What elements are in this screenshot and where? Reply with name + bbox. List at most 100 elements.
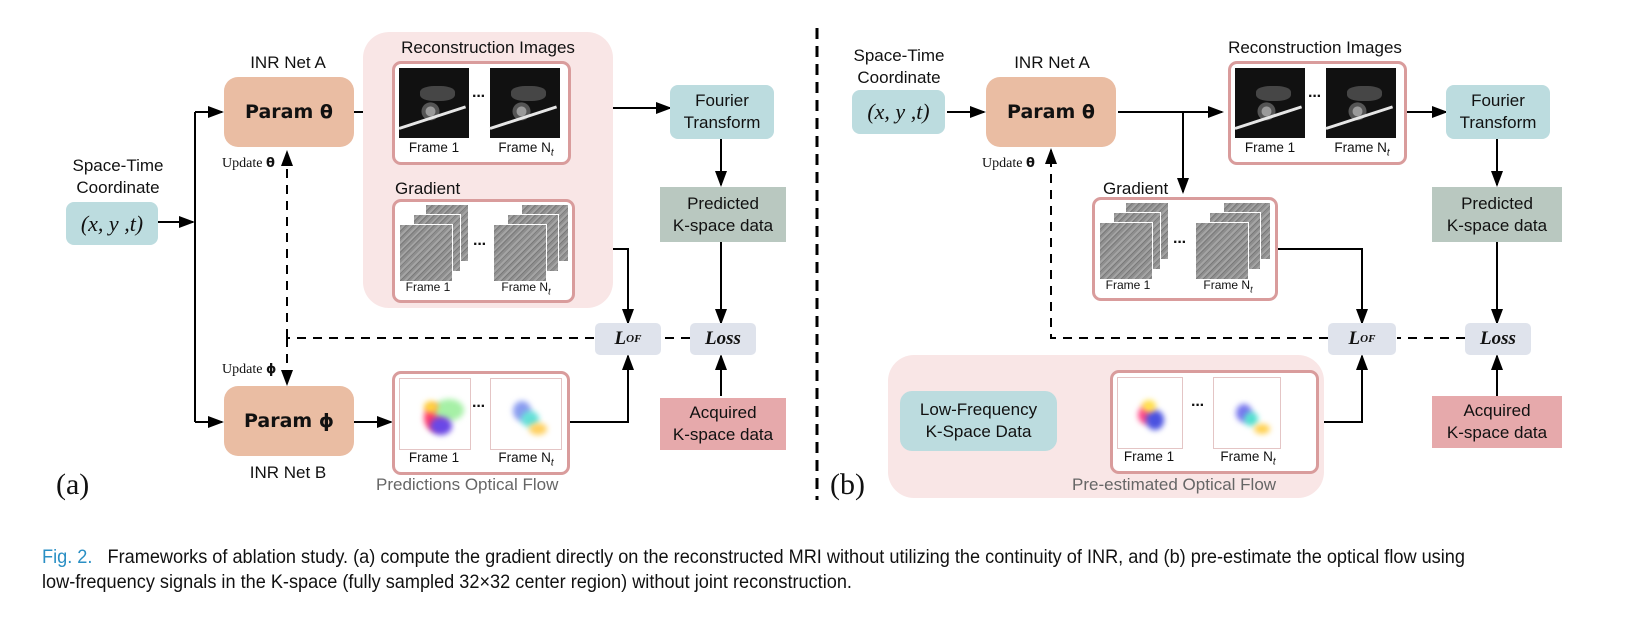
recon-image-frame-1 <box>399 68 469 138</box>
ellipsis: ··· <box>472 88 486 105</box>
update-text: Update <box>222 362 263 377</box>
recon-frames: ··· Frame 1 Frame Nt <box>1228 61 1407 165</box>
update-theta-label: Update θ <box>982 156 1035 172</box>
acquired-line2: K-space data <box>1446 423 1548 442</box>
coord-title-line1: Space-Time <box>72 156 164 175</box>
coord-box: (x, y ,t) <box>852 90 945 134</box>
frame-n-text: Frame N <box>1203 278 1251 292</box>
arrow-flow-to-lof-b <box>1316 354 1368 423</box>
figure-label: Fig. 2. <box>42 546 93 568</box>
gradient-title: Gradient <box>1103 179 1169 198</box>
frame-n-text: Frame N <box>498 140 551 155</box>
flow-image-frame-1 <box>1117 377 1183 449</box>
frame-n-sub: t <box>1386 147 1390 159</box>
lowfreq-line1: Low-Frequency <box>919 400 1038 419</box>
theta-symbol: θ <box>265 156 275 171</box>
recon-title: Reconstruction Images <box>1228 38 1402 57</box>
acquired-kspace-box: Acquired K-space data <box>660 398 786 450</box>
loss-box: Loss <box>1465 323 1531 355</box>
frame-n-text: Frame N <box>498 450 551 465</box>
update-text: Update <box>222 156 263 171</box>
recon-image-frame-n <box>1326 68 1396 138</box>
frame-n-label: Frame Nt <box>495 280 557 296</box>
frame-1-label: Frame 1 <box>1105 278 1151 292</box>
fourier-line2: Transform <box>1459 113 1537 132</box>
ellipsis: ··· <box>1308 88 1322 105</box>
gradient-image-frame-1 <box>1099 222 1153 280</box>
recon-image-frame-n <box>490 68 560 138</box>
net-b-title: INR Net B <box>249 463 327 482</box>
fourier-line2: Transform <box>683 113 761 132</box>
figure-caption: Fig. 2. Frameworks of ablation study. (a… <box>42 545 1493 595</box>
frame-n-sub: t <box>550 147 554 159</box>
fourier-transform-box: Fourier Transform <box>1446 85 1550 139</box>
flow-image-frame-n <box>1213 377 1281 449</box>
gradient-frames: ··· Frame 1 Frame Nt <box>392 199 575 303</box>
frame-n-sub: t <box>1272 456 1276 468</box>
frame-1-label: Frame 1 <box>1123 449 1175 464</box>
flow-blob <box>424 401 438 413</box>
frame-n-text: Frame N <box>1334 140 1387 155</box>
ellipsis: ··· <box>1191 397 1205 414</box>
frame-1-label: Frame 1 <box>1244 140 1296 155</box>
gradient-image-frame-n <box>493 224 547 282</box>
flow-blob <box>529 423 547 435</box>
fourier-line1: Fourier <box>695 91 749 110</box>
recon-frames: ··· Frame 1 Frame Nt <box>392 61 571 165</box>
recon-image-frame-1 <box>1235 68 1305 138</box>
flow-frames: ··· Frame 1 Frame Nt <box>392 371 570 475</box>
gradient-image-frame-1 <box>399 224 453 282</box>
update-text: Update <box>982 156 1023 171</box>
predicted-line2: K-space data <box>672 215 774 235</box>
ellipsis: ··· <box>472 398 486 415</box>
gradient-image-frame-n <box>1195 222 1249 280</box>
frame-n-label: Frame Nt <box>1213 449 1283 468</box>
flow-blob <box>1142 400 1156 412</box>
frame-1-label: Frame 1 <box>408 140 460 155</box>
lof-subscript: OF <box>1360 333 1376 345</box>
ellipsis: ··· <box>1173 234 1187 251</box>
frame-n-text: Frame N <box>501 280 549 294</box>
flow-image-frame-1 <box>399 378 471 450</box>
predicted-line2: K-space data <box>1446 215 1548 235</box>
frame-1-label: Frame 1 <box>408 450 460 465</box>
coord-title-line2: Coordinate <box>857 68 941 87</box>
frame-n-label: Frame Nt <box>1197 278 1259 294</box>
frame-n-sub: t <box>548 286 551 297</box>
flow-blob <box>1254 424 1270 434</box>
predicted-line1: Predicted <box>1461 193 1533 213</box>
loss-box: Loss <box>690 323 756 355</box>
panel-a-label: (a) <box>56 468 90 501</box>
acquired-line1: Acquired <box>1463 401 1531 420</box>
acquired-kspace-box: Acquired K-space data <box>1432 396 1562 448</box>
frame-n-sub: t <box>1250 284 1253 295</box>
theta-symbol: θ <box>1025 156 1035 171</box>
flow-image-frame-n <box>490 378 562 450</box>
fourier-transform-box: Fourier Transform <box>670 85 774 139</box>
flow-title: Pre-estimated Optical Flow <box>1072 475 1277 494</box>
dashed-lof-to-update-b <box>1045 148 1328 339</box>
frame-n-label: Frame Nt <box>490 450 562 469</box>
update-phi-label: Update ϕ <box>222 362 276 378</box>
flow-frames: ··· Frame 1 Frame Nt <box>1110 370 1319 474</box>
predicted-kspace-box: Predicted K-space data <box>660 187 786 242</box>
arrow-gradient-to-lof-b <box>1275 248 1368 325</box>
flow-blob <box>430 417 452 435</box>
net-a-title: INR Net A <box>1014 53 1090 72</box>
lowfreq-line2: K-Space Data <box>925 422 1032 441</box>
acquired-line1: Acquired <box>689 403 757 422</box>
flow-blob <box>1244 412 1258 426</box>
frame-1-label: Frame 1 <box>405 280 451 294</box>
flow-blob <box>434 399 464 421</box>
acquired-line2: K-space data <box>672 425 774 444</box>
arrow-flow-to-lof <box>566 354 634 423</box>
lof-symbol: L <box>1348 328 1361 349</box>
flow-blob <box>1146 410 1164 430</box>
predicted-line1: Predicted <box>687 193 759 213</box>
frame-n-text: Frame N <box>1220 449 1273 464</box>
gradient-frames: ··· Frame 1 Frame Nt <box>1092 197 1278 301</box>
caption-text: Frameworks of ablation study. (a) comput… <box>42 546 1465 593</box>
lof-subscript: OF <box>626 333 642 345</box>
